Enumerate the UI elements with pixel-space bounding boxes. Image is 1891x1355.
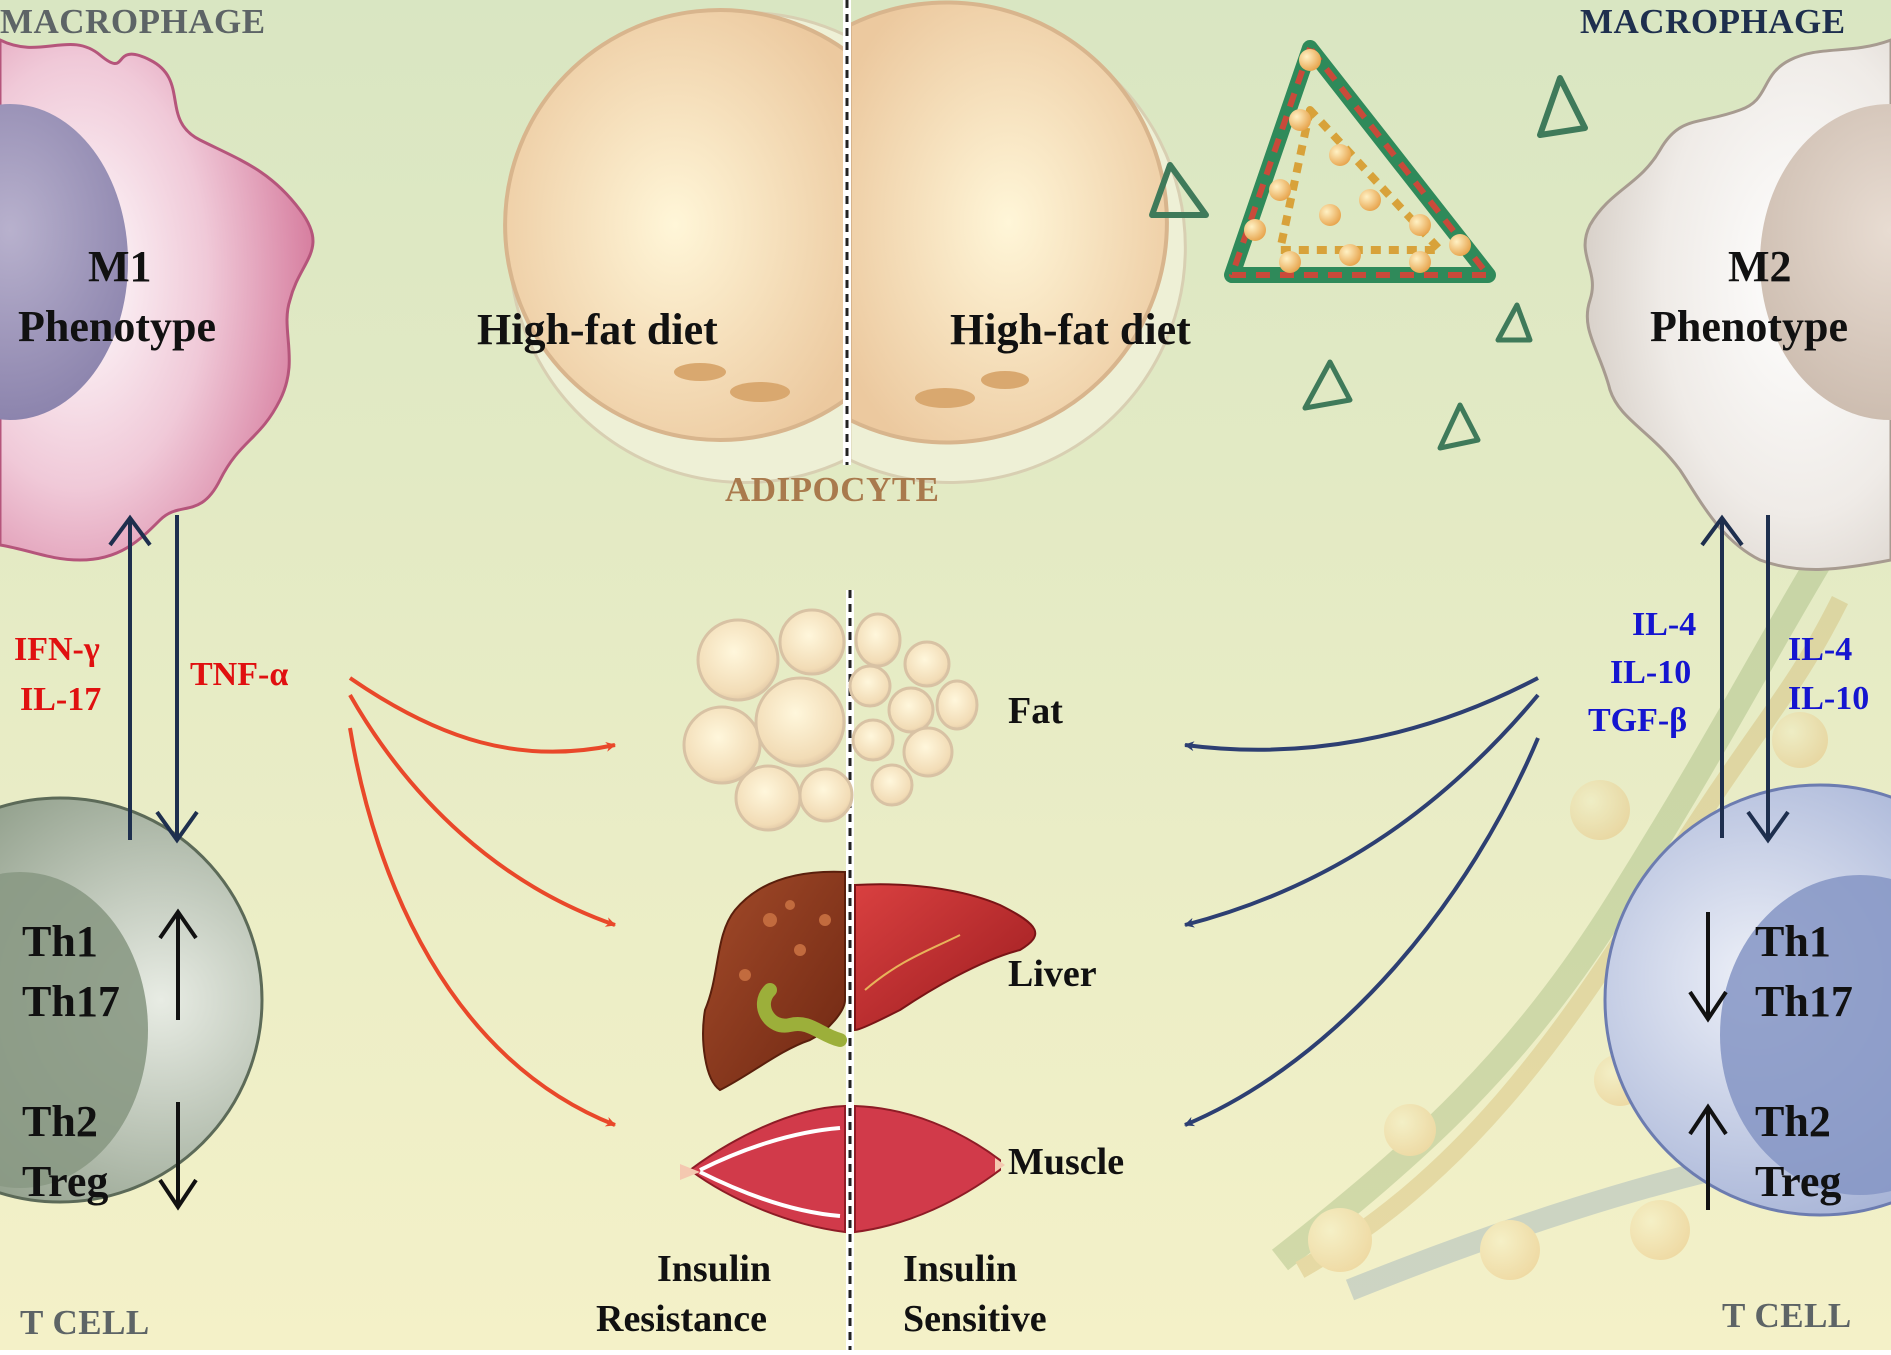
m1-phenotype-label: Phenotype	[18, 302, 216, 351]
cytokine-il-4-down: IL-4	[1788, 631, 1853, 668]
m2-label: M2	[1728, 242, 1792, 291]
outcome-left-resistance: Resistance	[596, 1298, 767, 1340]
right-tcell-th1: Th1	[1755, 917, 1831, 966]
t-cell-right	[1603, 783, 1891, 1217]
liver-icon	[702, 870, 1037, 1092]
anti-inflammatory-arrows	[1184, 676, 1540, 1127]
organ-label-muscle: Muscle	[1008, 1141, 1125, 1183]
cytokine-ifn-gamma: IFN-γ	[14, 631, 100, 668]
adipocyte-left	[503, 8, 847, 484]
cytokine-il-4-up: IL-4	[1632, 606, 1697, 643]
m2-nucleus	[1760, 104, 1891, 420]
m2-macrophage-cell	[1583, 38, 1891, 571]
cytokine-il-17: IL-17	[20, 681, 102, 718]
cytokine-il-10-down: IL-10	[1788, 680, 1870, 717]
outcome-right-sensitive: Sensitive	[903, 1298, 1047, 1340]
cytokine-il-10-up: IL-10	[1610, 654, 1692, 691]
tcell-right-regulation-arrows	[1688, 912, 1728, 1210]
left-tcell-th1: Th1	[22, 917, 98, 966]
cytokine-tgf-beta: TGF-β	[1588, 702, 1688, 739]
m1-tcell-arrows	[108, 514, 199, 844]
m1-label: M1	[88, 242, 152, 291]
organ-label-fat: Fat	[1008, 690, 1063, 732]
adipocyte-right	[848, 0, 1187, 484]
muscle-icon	[680, 1104, 1005, 1234]
adipocyte-tag: ADIPOCYTE	[725, 470, 940, 509]
right-tcell-treg: Treg	[1755, 1157, 1842, 1206]
fat-tissue-icon	[682, 608, 979, 832]
outcome-right-insulin: Insulin	[903, 1248, 1018, 1290]
tcell-left-regulation-arrows	[158, 908, 198, 1211]
high-fat-diet-right-label: High-fat diet	[950, 305, 1191, 354]
left-tcell-th17: Th17	[22, 977, 120, 1026]
m2-tcell-arrows	[1700, 514, 1790, 844]
dna-triangle-small-icon	[1149, 75, 1588, 451]
left-tcell-treg: Treg	[22, 1157, 109, 1206]
right-tcell-th17: Th17	[1755, 977, 1853, 1026]
organ-label-liver: Liver	[1008, 953, 1097, 995]
outcome-left-insulin: Insulin	[657, 1248, 772, 1290]
m1-macrophage-cell	[0, 38, 315, 562]
pro-inflammatory-arrows	[348, 676, 616, 1127]
right-tcell-tag: T CELL	[1722, 1296, 1852, 1335]
left-tcell-th2: Th2	[22, 1097, 98, 1146]
left-macrophage-tag: MACROPHAGE	[0, 2, 266, 41]
t-cell-left	[0, 796, 264, 1204]
left-tcell-tag: T CELL	[20, 1303, 150, 1342]
high-fat-diet-left-label: High-fat diet	[477, 305, 718, 354]
right-macrophage-tag: MACROPHAGE	[1580, 2, 1846, 41]
m2-phenotype-label: Phenotype	[1650, 302, 1848, 351]
m1-nucleus	[0, 104, 128, 420]
t-cell-left-nucleus	[0, 872, 148, 1188]
right-tcell-th2: Th2	[1755, 1097, 1831, 1146]
dna-triangle-large-icon	[1224, 40, 1496, 283]
cytokine-tnf-alpha: TNF-α	[190, 656, 289, 693]
t-cell-right-nucleus	[1720, 875, 1891, 1195]
